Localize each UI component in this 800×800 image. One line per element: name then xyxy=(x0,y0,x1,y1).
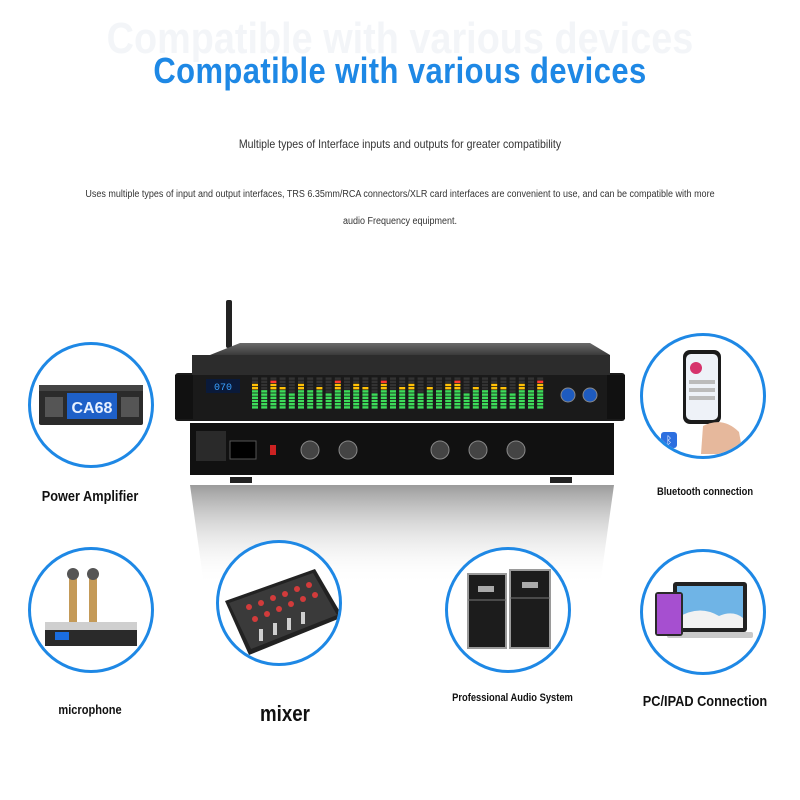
mixer-label: mixer xyxy=(260,701,310,726)
pc-ipad-circle xyxy=(640,549,766,675)
speaker-cases-icon xyxy=(467,569,551,649)
microphone-circle xyxy=(28,547,154,673)
smartphone-bluetooth-icon: ᛒ xyxy=(661,350,743,454)
power-amplifier-circle: CA68 xyxy=(28,342,154,468)
pc-ipad-label: PC/IPAD Connection xyxy=(642,693,768,710)
display-readout: 070 xyxy=(214,383,232,394)
page-description: Uses multiple types of input and output … xyxy=(85,189,715,227)
power-amplifier-icon: CA68 xyxy=(39,385,143,425)
bluetooth-label: Bluetooth connection xyxy=(656,486,754,498)
audio-processor-device: 070 xyxy=(170,295,630,585)
headline-reflection: Compatible with various devices xyxy=(106,14,694,63)
page-title: Compatible with various devices xyxy=(153,50,647,91)
audio-processor-icon: 070 xyxy=(175,300,625,585)
page-subtitle: Multiple types of Interface inputs and o… xyxy=(238,137,562,151)
wireless-microphone-icon xyxy=(45,568,137,646)
power-amplifier-label: Power Amplifier xyxy=(41,488,139,505)
bluetooth-circle: ᛒ xyxy=(640,333,766,459)
led-meter xyxy=(252,377,544,409)
svg-text:CA68: CA68 xyxy=(72,400,113,417)
microphone-label: microphone xyxy=(58,702,122,717)
svg-text:ᛒ: ᛒ xyxy=(666,434,673,447)
audio-system-circle xyxy=(445,547,571,673)
mixer-circle xyxy=(216,540,342,666)
audio-system-label: Professional Audio System xyxy=(452,692,573,704)
audio-mixer-icon xyxy=(225,569,339,655)
laptop-tablet-icon xyxy=(655,582,753,638)
